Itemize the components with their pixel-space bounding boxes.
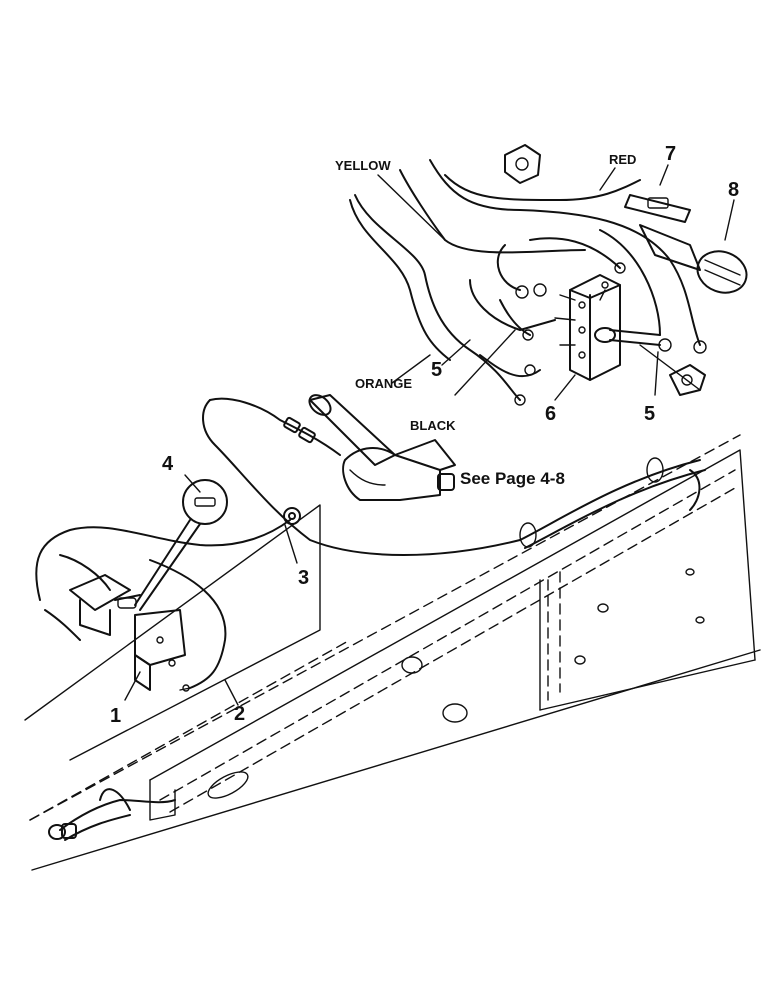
assembly-outline xyxy=(24,504,321,761)
frame-tongue xyxy=(29,434,761,871)
actuator xyxy=(308,394,456,501)
callout-2: 2 xyxy=(234,703,245,725)
callout-3: 3 xyxy=(298,567,309,589)
wire-label-orange: ORANGE xyxy=(355,376,412,391)
mounting-bracket xyxy=(69,574,186,691)
fuse-magnifier xyxy=(134,479,228,611)
callout-8: 8 xyxy=(728,179,739,201)
reference-note: See Page 4-8 xyxy=(460,469,565,488)
hex-nut-top xyxy=(504,144,541,184)
callout-5-left: 5 xyxy=(431,359,442,381)
hex-nut-bottom xyxy=(669,364,706,396)
callout-6: 6 xyxy=(545,403,556,425)
wire-label-yellow: YELLOW xyxy=(335,158,391,173)
callout-1: 1 xyxy=(110,705,121,727)
tractor-plug xyxy=(48,788,176,841)
wire-label-red: RED xyxy=(609,152,636,167)
callout-5-right: 5 xyxy=(644,403,655,425)
callout-7: 7 xyxy=(665,143,676,165)
switch-assembly xyxy=(349,144,748,406)
control-box-harness xyxy=(35,507,301,692)
frame-cable-bundle xyxy=(519,457,706,549)
callout-4: 4 xyxy=(162,453,174,475)
leader-lines xyxy=(124,164,735,706)
wire-label-black: BLACK xyxy=(410,418,456,433)
